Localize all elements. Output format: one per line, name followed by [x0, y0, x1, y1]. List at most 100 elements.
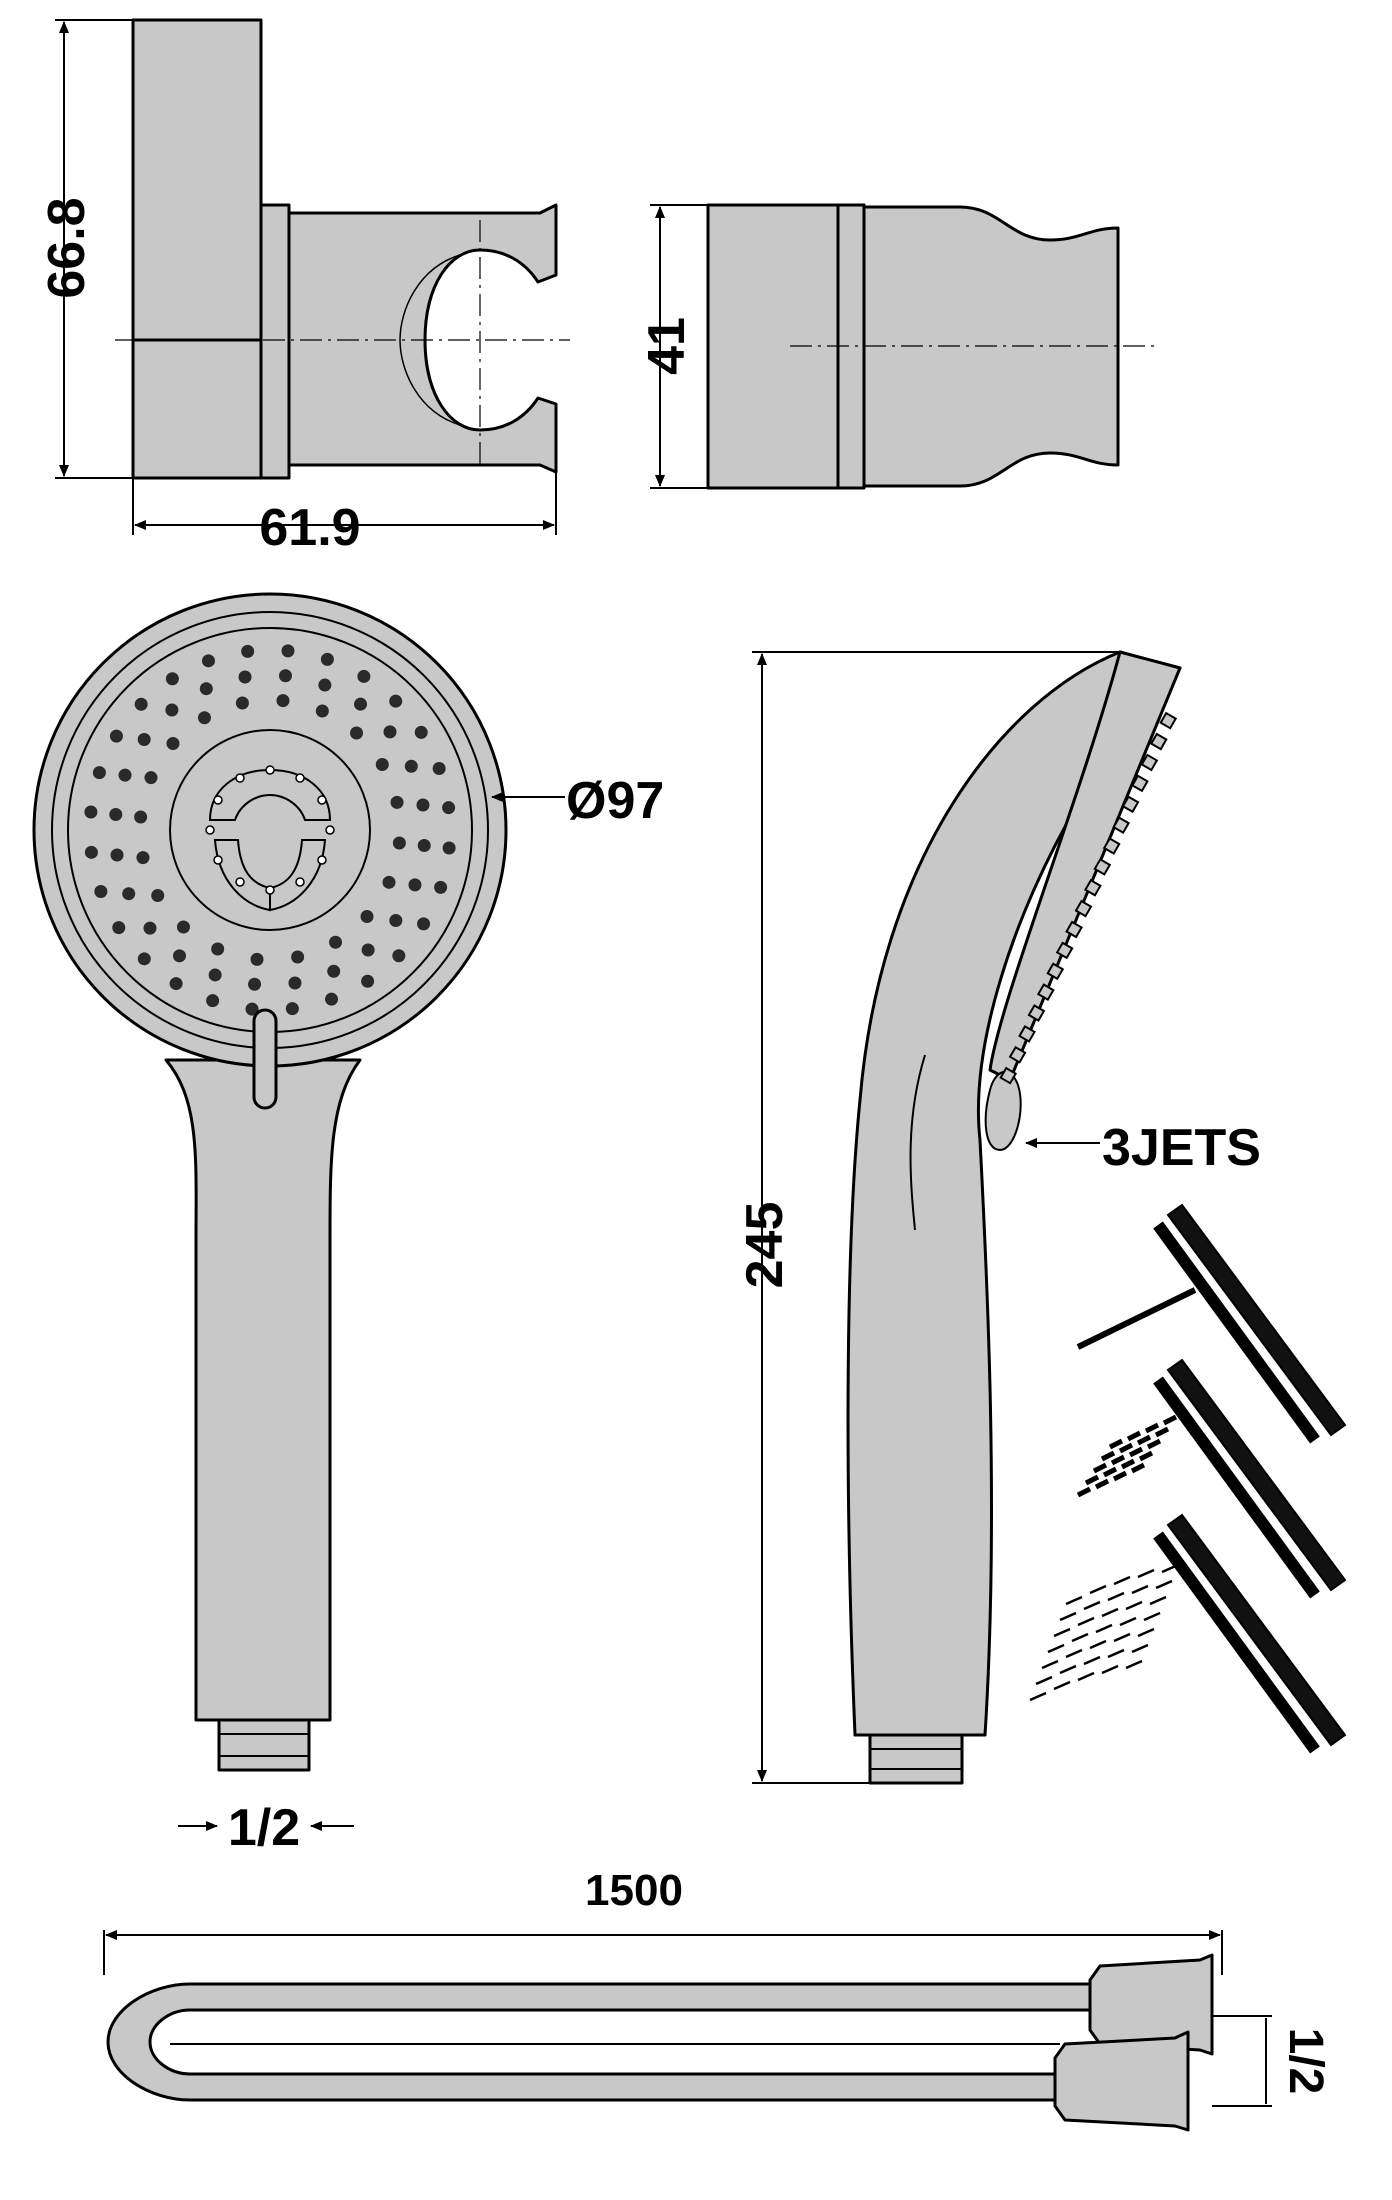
jet-spray-mode-icon: [1076, 1203, 1347, 1444]
inner-jet-hole: [235, 877, 245, 887]
spray-hole: [291, 950, 305, 964]
spray-hole: [416, 798, 430, 812]
spray-hole: [206, 994, 220, 1008]
holder-height-dimension: 66.8: [38, 19, 133, 479]
rain-dash: [1125, 1600, 1143, 1611]
spray-dash: [1130, 1462, 1146, 1474]
spray-hole: [118, 768, 132, 782]
rain-dash: [1125, 1659, 1143, 1670]
spray-dash: [1128, 1446, 1144, 1458]
rain-dash: [1059, 1664, 1077, 1675]
holder-width-label: 61.9: [259, 499, 360, 557]
spray-hole: [414, 725, 428, 739]
spray-hole: [417, 917, 431, 931]
side-nozzle: [1046, 962, 1065, 981]
spray-hole: [434, 880, 448, 894]
spray-hole: [172, 949, 186, 963]
rain-dash: [1065, 1595, 1083, 1606]
spray-hole: [360, 910, 374, 924]
spray-hole: [169, 977, 183, 991]
side-nozzle: [1093, 857, 1112, 876]
spray-hole: [109, 729, 123, 743]
spray-hole: [375, 757, 389, 771]
rain-dash: [1083, 1600, 1101, 1611]
rain-dash: [1113, 1632, 1131, 1643]
inner-jet-hole: [213, 855, 223, 865]
jets-label: 3JETS: [1102, 1119, 1261, 1177]
spray-hole: [165, 703, 179, 717]
spray-hole: [329, 935, 343, 949]
spray-hole: [144, 771, 158, 785]
spray-hole: [276, 694, 290, 708]
hose: [106, 1953, 1214, 2132]
holder-front-view: [115, 18, 570, 480]
spray-hole: [245, 1002, 259, 1016]
spray-hole: [137, 732, 151, 746]
side-nozzle: [1065, 920, 1083, 939]
inner-jet-hole: [317, 855, 327, 865]
spray-dash: [1162, 1414, 1178, 1426]
spray-dash: [1102, 1466, 1118, 1478]
rain-dash: [1047, 1643, 1065, 1654]
spray-hole: [199, 682, 213, 696]
handset-side-view: [846, 650, 1182, 1785]
rain-dash: [1077, 1616, 1095, 1627]
spray-dash: [1154, 1426, 1170, 1438]
spray-hole: [112, 921, 126, 935]
side-nozzle: [1159, 711, 1178, 730]
spray-dash: [1094, 1478, 1110, 1490]
side-nozzle: [1008, 1045, 1027, 1064]
spray-hole: [248, 977, 262, 991]
spray-hole: [442, 801, 456, 815]
rain-dash: [1131, 1584, 1149, 1595]
massage-spray-mode-icon: [1076, 1358, 1347, 1599]
handset-length-label: 245: [736, 1202, 794, 1289]
inner-jet-hole: [265, 885, 275, 895]
spray-hole: [84, 805, 98, 819]
holder-side-view: [706, 203, 1160, 490]
spray-dash: [1092, 1462, 1108, 1474]
rain-dash: [1089, 1639, 1107, 1650]
handset-length-dimension: 245: [736, 651, 1120, 1784]
spray-dash: [1136, 1434, 1152, 1446]
spray-hole: [201, 654, 215, 668]
handset-thread-label: 1/2: [228, 1799, 300, 1857]
spray-dash: [1144, 1422, 1160, 1434]
rain-dash: [1053, 1680, 1071, 1691]
spray-dash: [1126, 1430, 1142, 1442]
handset-thread-dimension: 1/2: [178, 1799, 354, 1857]
spray-dash: [1100, 1450, 1116, 1462]
hose-thread-label: 1/2: [1279, 2028, 1332, 2095]
spray-hole: [361, 943, 375, 957]
spray-hole: [235, 696, 249, 710]
spray-dash: [1084, 1474, 1100, 1486]
spray-hole: [389, 914, 403, 928]
spray-hole: [278, 669, 292, 683]
spray-hole: [288, 976, 302, 990]
rain-dash: [1107, 1648, 1125, 1659]
rain-dash: [1155, 1579, 1173, 1590]
spray-hole: [408, 878, 422, 892]
spray-hole: [241, 644, 255, 658]
spray-hole: [166, 736, 180, 750]
rain-dash: [1077, 1671, 1095, 1682]
rain-dash: [1131, 1643, 1149, 1654]
spray-hole: [320, 652, 334, 666]
hose-thread-dimension: 1/2: [1212, 2015, 1332, 2107]
rain-dash: [1107, 1591, 1125, 1602]
inner-jet-hole: [317, 795, 327, 805]
hose-length-label: 1500: [585, 1866, 683, 1915]
spray-hole: [392, 949, 406, 963]
inner-jet-hole: [205, 825, 215, 835]
spray-dash: [1112, 1470, 1128, 1482]
handset-front-view: [32, 592, 508, 1772]
spray-hole: [285, 1002, 299, 1016]
jets-callout: 3JETS: [1025, 1119, 1261, 1177]
spray-hole: [389, 694, 403, 708]
spray-hole: [94, 885, 108, 899]
spray-hole: [281, 644, 295, 658]
side-nozzle: [1121, 795, 1140, 814]
spray-hole: [325, 992, 339, 1006]
hose-length-dimension: 1500: [103, 1866, 1223, 1975]
